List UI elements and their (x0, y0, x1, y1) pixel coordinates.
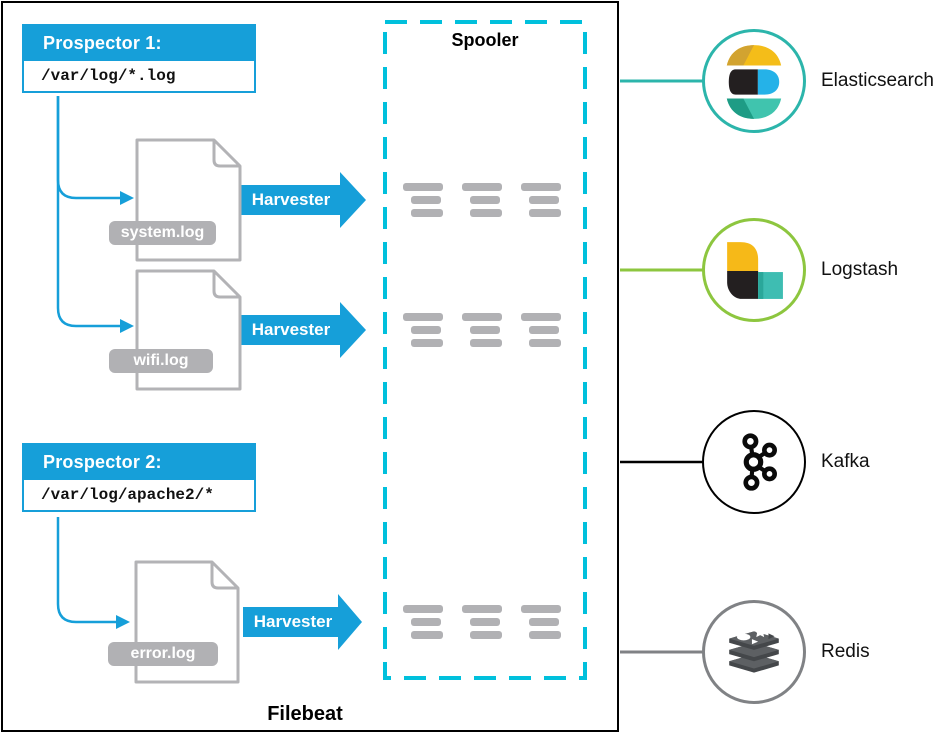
event-bar (411, 209, 443, 217)
event-bar (411, 631, 443, 639)
event-bar (403, 183, 443, 191)
event-bar (521, 313, 561, 321)
event-bar (529, 631, 561, 639)
spooler-event-group (462, 183, 502, 222)
filebeat-title: Filebeat (267, 703, 343, 725)
event-bar (470, 631, 502, 639)
harvester-label: Harvester (251, 190, 331, 209)
spooler-event-group (521, 605, 561, 644)
event-bar (470, 209, 502, 217)
kafka-label: Kafka (821, 451, 870, 472)
spooler-event-group (403, 183, 443, 222)
elasticsearch-label: Elasticsearch (821, 70, 934, 91)
event-bar (411, 618, 441, 626)
file-label-error-log: error.log (108, 642, 218, 666)
event-bar (411, 326, 441, 334)
event-bar (470, 339, 502, 347)
spooler-event-group (462, 605, 502, 644)
spooler-event-bars-row (403, 313, 561, 352)
kafka-logo-icon (742, 433, 777, 491)
prospector-1-box: Prospector 1: /var/log/*.log (22, 24, 256, 93)
event-bar (403, 605, 443, 613)
spooler-event-group (462, 313, 502, 352)
redis-label: Redis (821, 641, 870, 662)
harvester-label: Harvester (253, 612, 333, 631)
event-bar (529, 209, 561, 217)
prospector-1-path: /var/log/*.log (24, 61, 254, 91)
spooler-event-group (403, 313, 443, 352)
logstash-label: Logstash (821, 259, 899, 280)
prospector-2-title: Prospector 2: (43, 452, 162, 472)
redis-circle (702, 600, 806, 704)
event-bar (411, 196, 441, 204)
event-bar (462, 183, 502, 191)
event-bar (470, 326, 500, 334)
spooler-event-group (521, 183, 561, 222)
event-bar (521, 183, 561, 191)
spooler-event-bars-row (403, 183, 561, 222)
event-bar (529, 618, 559, 626)
event-bar (529, 339, 561, 347)
logstash-circle (702, 218, 806, 322)
harvester-label: Harvester (251, 320, 331, 339)
event-bar (462, 313, 502, 321)
prospector-2-path: /var/log/apache2/* (24, 480, 254, 510)
spooler-event-bars-row (403, 605, 561, 644)
kafka-circle (702, 410, 806, 514)
redis-logo-icon (729, 626, 779, 673)
spooler-event-group (403, 605, 443, 644)
event-bar (403, 313, 443, 321)
elasticsearch-circle (702, 29, 806, 133)
event-bar (521, 605, 561, 613)
prospector-2-box: Prospector 2: /var/log/apache2/* (22, 443, 256, 512)
elasticsearch-logo-icon (726, 45, 782, 119)
file-label-system-log: system.log (109, 221, 216, 245)
event-bar (470, 618, 500, 626)
prospector-1-title: Prospector 1: (43, 33, 162, 53)
logstash-logo-icon (727, 242, 783, 299)
file-label-wifi-log: wifi.log (109, 349, 213, 373)
event-bar (411, 339, 443, 347)
event-bar (470, 196, 500, 204)
event-bar (462, 605, 502, 613)
spooler-event-group (521, 313, 561, 352)
event-bar (529, 196, 559, 204)
spooler-title: Spooler (451, 30, 519, 50)
event-bar (529, 326, 559, 334)
